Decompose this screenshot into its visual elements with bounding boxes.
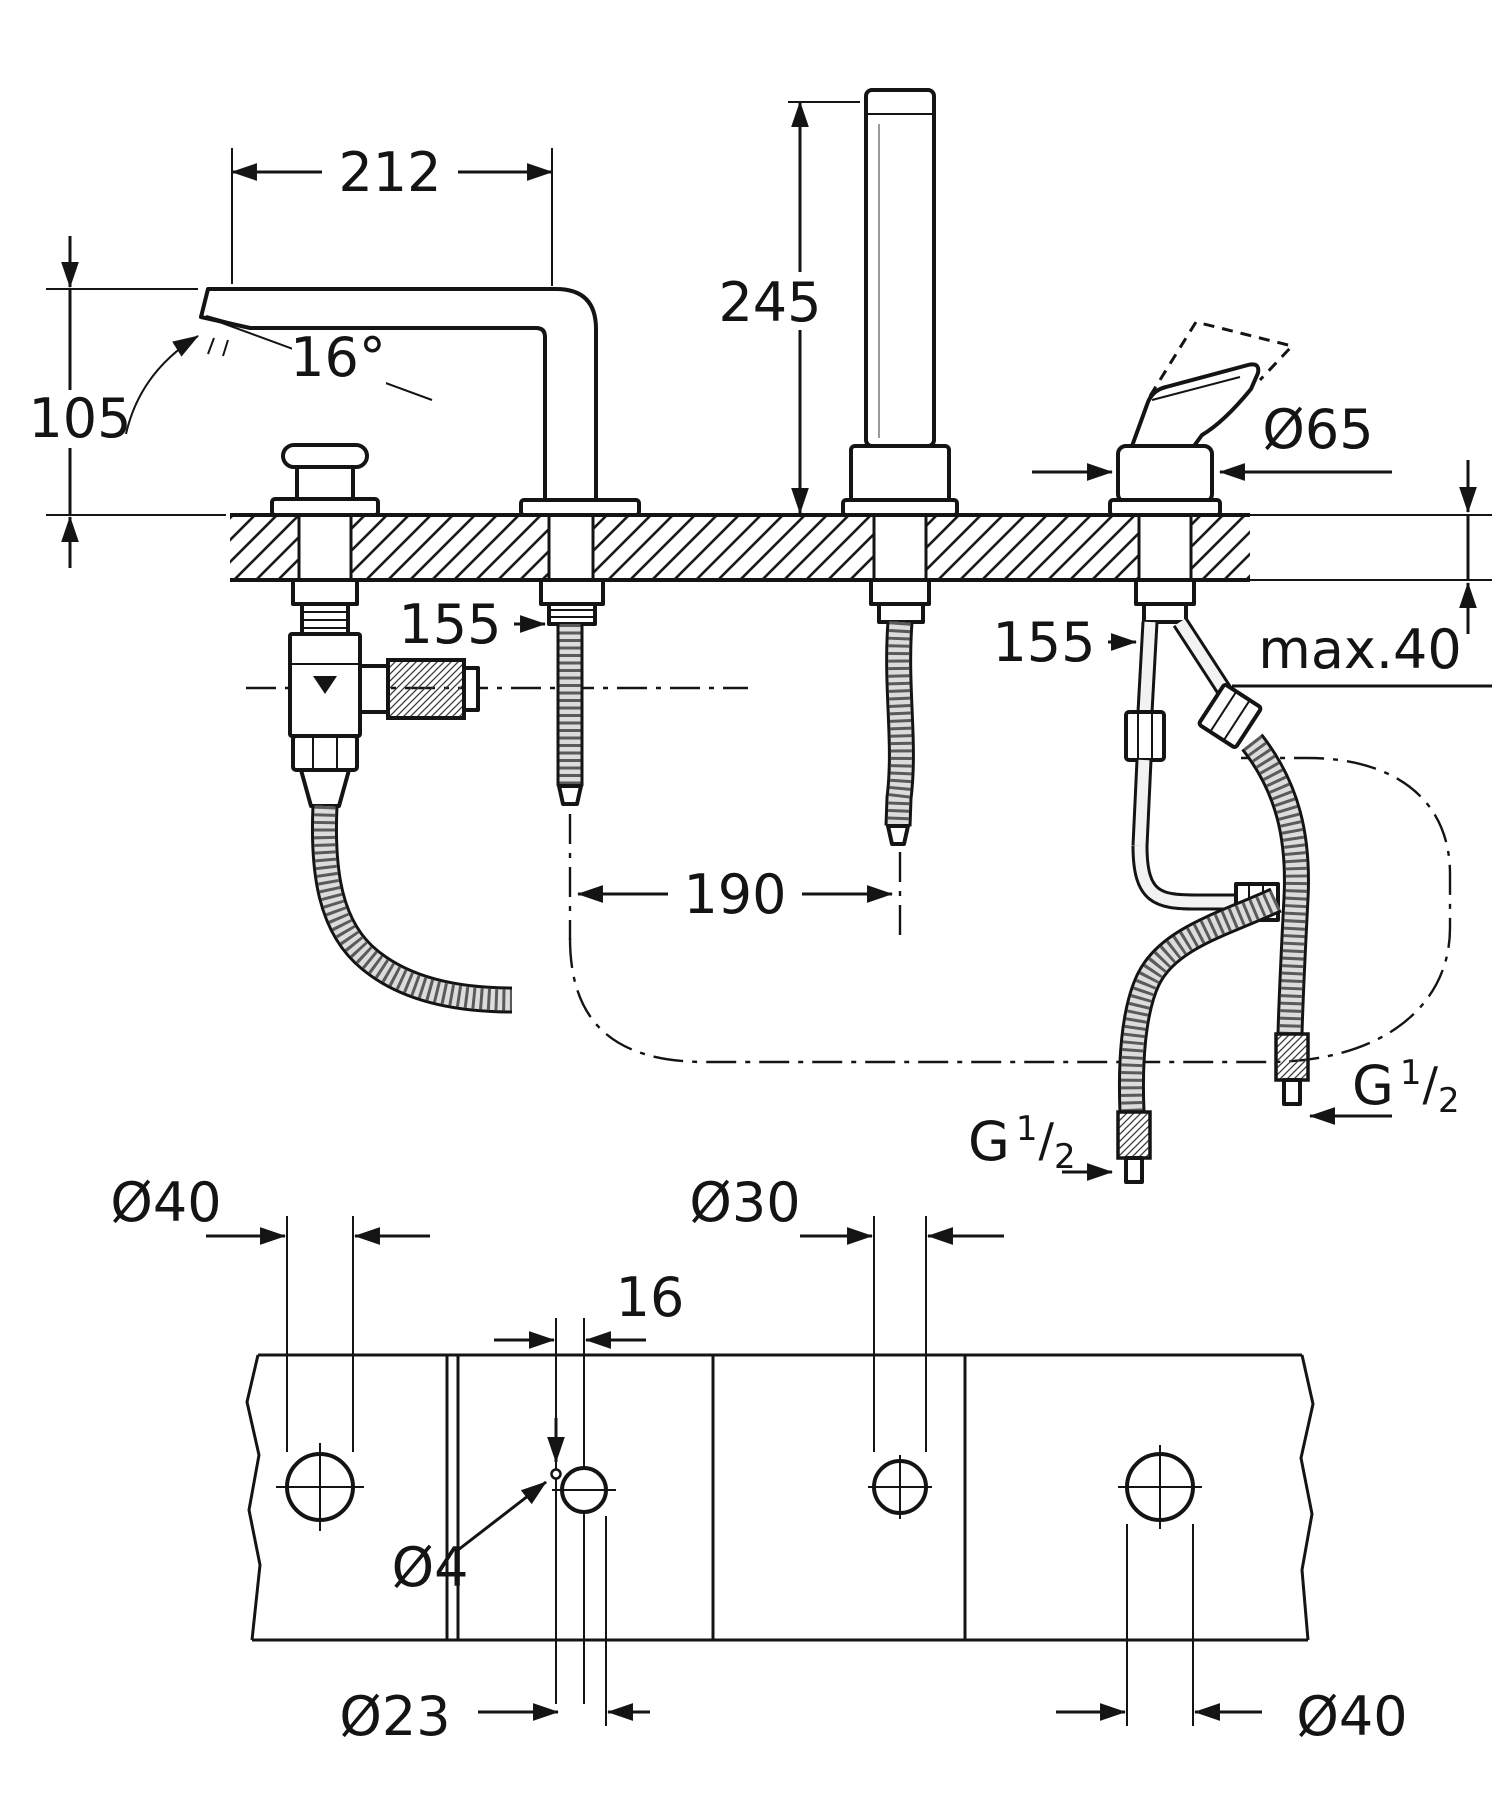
dim-shower-height: 245 bbox=[704, 100, 860, 515]
spout bbox=[199, 287, 641, 517]
shower-holder bbox=[849, 444, 951, 504]
spout-underdeck bbox=[539, 578, 605, 806]
dim-label-hole2: Ø23 bbox=[339, 1685, 450, 1748]
dim-label-16deg: 16° bbox=[290, 326, 386, 389]
deck-section bbox=[230, 513, 1250, 582]
dim-label-212: 212 bbox=[338, 141, 441, 204]
dim-spout-angle: 16° bbox=[125, 319, 433, 435]
dim-spout-height: 105 bbox=[24, 236, 226, 568]
dim-shank-left: 155 bbox=[388, 593, 547, 656]
mixer-lever bbox=[1130, 362, 1261, 448]
mixer-handle-assembly bbox=[1108, 320, 1295, 517]
dim-label-190: 190 bbox=[683, 863, 786, 926]
dim-label-155-left: 155 bbox=[398, 593, 501, 656]
dim-label-hole1: Ø40 bbox=[110, 1171, 221, 1234]
dim-max-deck: max.40 bbox=[1232, 460, 1492, 688]
centerlines bbox=[246, 686, 1452, 1064]
dim-hole1: Ø40 bbox=[110, 1171, 430, 1245]
dim-hole-spacing: 190 bbox=[576, 863, 894, 926]
pilot-hole bbox=[550, 1468, 562, 1480]
mixer-body bbox=[1116, 444, 1214, 504]
dim-hole3: Ø30 bbox=[689, 1171, 1004, 1245]
dim-label-245: 245 bbox=[718, 271, 821, 334]
dim-label-pilot: Ø4 bbox=[392, 1536, 469, 1599]
hose-routing-loop bbox=[568, 756, 1452, 1064]
deck-plan bbox=[245, 1353, 1315, 1642]
break-line-right bbox=[1299, 1354, 1315, 1641]
dim-label-155-right: 155 bbox=[992, 611, 1095, 674]
dim-label-16: 16 bbox=[616, 1266, 685, 1329]
handle-alt-position bbox=[1148, 320, 1295, 397]
diverter-valve-assembly bbox=[270, 443, 512, 1000]
plan-view: Ø40 Ø30 16 Ø4 Ø23 Ø4 bbox=[110, 1171, 1407, 1748]
spout-outlet-detail bbox=[205, 315, 247, 357]
dim-label-max40: max.40 bbox=[1258, 618, 1462, 681]
mounting-holes bbox=[276, 1443, 1202, 1531]
knurled-nipple bbox=[386, 658, 466, 720]
break-line-left bbox=[245, 1354, 262, 1641]
plan-extension-lines bbox=[286, 1216, 1194, 1726]
dim-spout-reach: 212 bbox=[230, 141, 554, 286]
dim-label-hole3: Ø30 bbox=[689, 1171, 800, 1234]
dim-hole2: Ø23 bbox=[339, 1685, 650, 1748]
dim-hole4: Ø40 bbox=[1056, 1685, 1408, 1748]
dim-shank-right: 155 bbox=[982, 611, 1138, 674]
dim-handle-dia: Ø65 bbox=[1032, 398, 1392, 481]
shower-underdeck bbox=[869, 578, 931, 846]
mixer-underdeck bbox=[1116, 578, 1308, 1184]
popup-knob bbox=[281, 443, 369, 469]
dim-hole2-offset: 16 bbox=[494, 1266, 685, 1349]
hand-shower bbox=[841, 88, 959, 517]
dim-label-hole4: Ø40 bbox=[1296, 1685, 1407, 1748]
dim-label-65: Ø65 bbox=[1262, 398, 1373, 461]
dim-pilot-hole: Ø4 bbox=[392, 1418, 565, 1599]
dim-label-105: 105 bbox=[28, 387, 131, 450]
elevation-view: 212 105 16° 245 Ø65 bbox=[24, 88, 1492, 1184]
